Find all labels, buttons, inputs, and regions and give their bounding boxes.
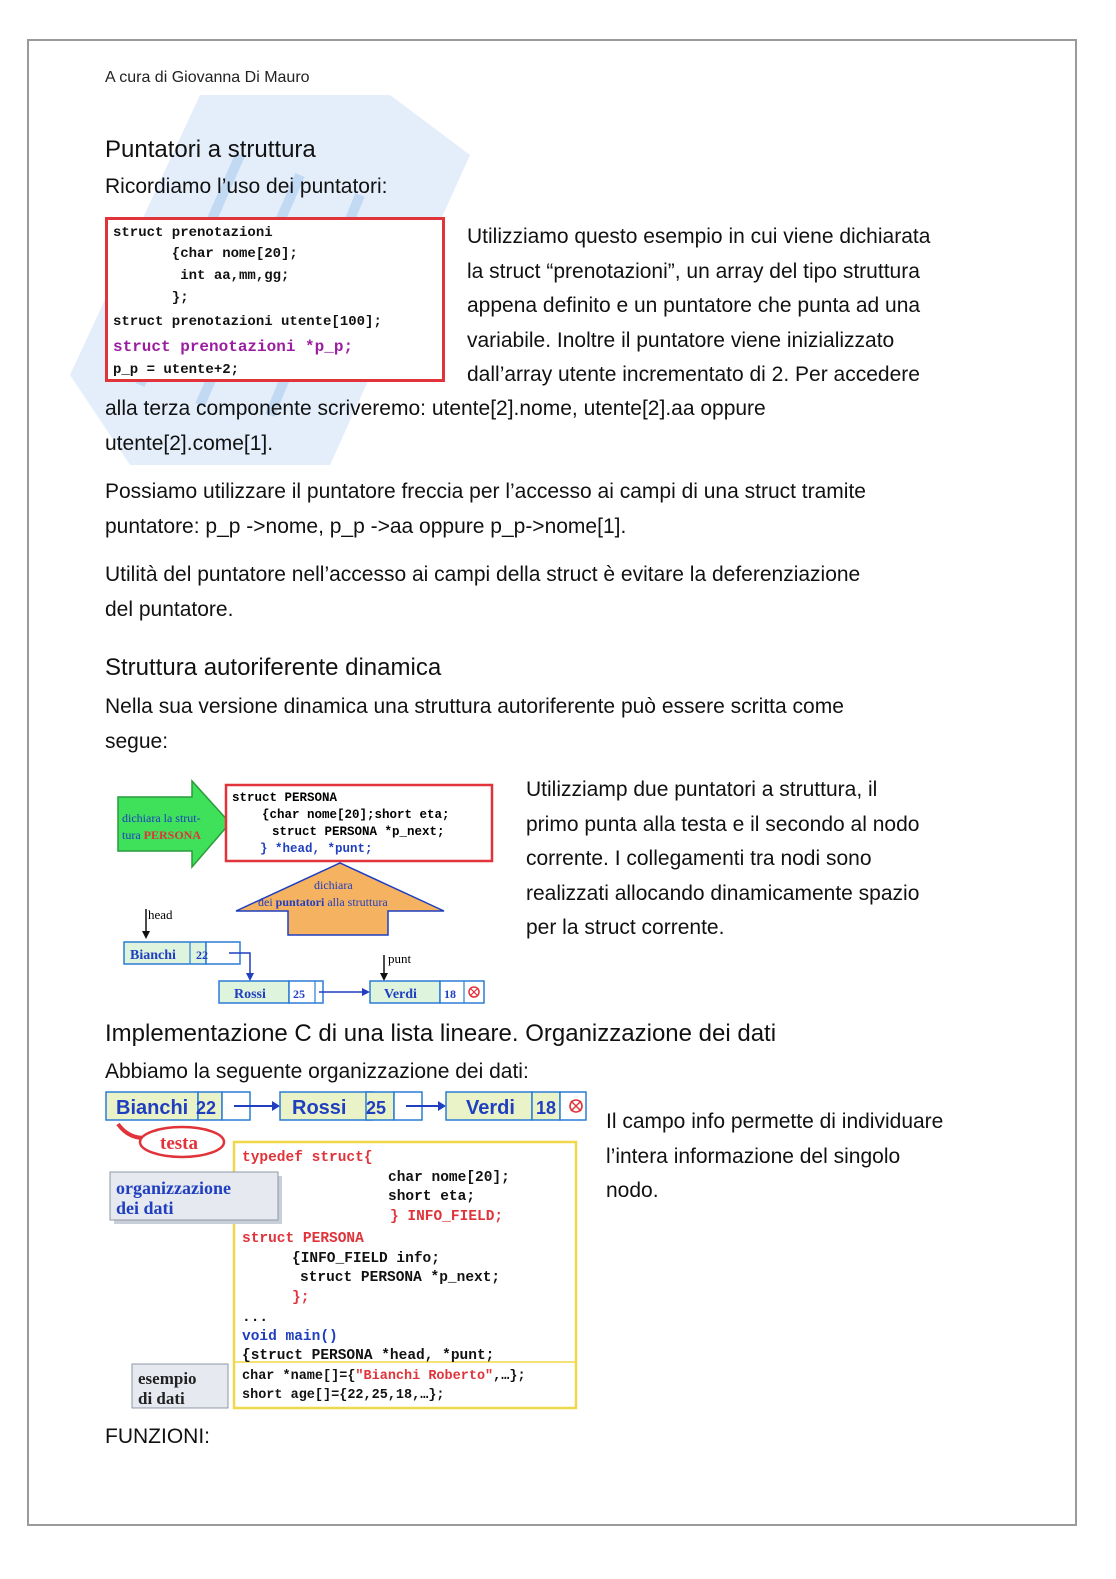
node-name: Rossi bbox=[234, 987, 266, 1002]
side-paragraph: Utilizziamp due puntatori a struttura, i… bbox=[526, 773, 919, 946]
code-line: struct prenotazioni utente[100]; bbox=[113, 314, 382, 330]
page-border bbox=[27, 39, 1077, 1526]
paragraph-continuation: alla terza componente scriveremo: utente… bbox=[105, 392, 766, 461]
node-rossi bbox=[279, 1091, 373, 1121]
code-snippet-prenotazioni: struct prenotazioni {char nome[20]; int … bbox=[105, 217, 445, 382]
node-age: 25 bbox=[366, 1098, 386, 1118]
code-line: struct prenotazioni bbox=[113, 225, 273, 241]
code-line: typedef struct{ bbox=[242, 1150, 373, 1166]
text-line: Utilità del puntatore nell’accesso ai ca… bbox=[105, 563, 861, 586]
head-label: head bbox=[148, 907, 173, 922]
testa-bubble bbox=[138, 1125, 226, 1159]
code-line: } *head, *punt; bbox=[260, 842, 373, 856]
text-line: variabile. Inoltre il puntatore viene in… bbox=[467, 328, 895, 352]
node-age: 18 bbox=[444, 987, 456, 1001]
code-line: short eta; bbox=[388, 1189, 475, 1205]
code-line: void main() bbox=[242, 1329, 338, 1345]
punt-label: punt bbox=[388, 951, 412, 966]
side-paragraph: Utilizziamo questo esempio in cui viene … bbox=[467, 220, 930, 393]
text-line: Possiamo utilizzare il puntatore freccia… bbox=[105, 480, 866, 503]
code-line: char *name[]={"Bianchi Roberto",…}; bbox=[242, 1369, 526, 1384]
null-pointer-icon bbox=[569, 1099, 583, 1113]
text-line: del puntatore. bbox=[105, 597, 234, 621]
code-line: p_p = utente+2; bbox=[113, 362, 240, 378]
node-name: Rossi bbox=[292, 1097, 346, 1119]
code-line: {struct PERSONA *head, *punt; bbox=[242, 1348, 494, 1364]
side-paragraph: Il campo info permette di individuare l’… bbox=[606, 1105, 943, 1209]
text-line: primo punta alla testa e il secondo al n… bbox=[526, 812, 920, 836]
node-name: Verdi bbox=[466, 1097, 515, 1119]
arrow-label: dichiara la strut- bbox=[122, 811, 201, 825]
code-line: ... bbox=[242, 1310, 268, 1326]
diagram-struttura-dinamica: dichiara la strut- tura PERSONA struct P… bbox=[117, 779, 494, 1004]
section-intro: Ricordiamo l’uso dei puntatori: bbox=[105, 175, 388, 198]
code-line: char nome[20]; bbox=[388, 1170, 510, 1186]
code-box bbox=[224, 783, 494, 863]
text-line: l’intera informazione del singolo bbox=[606, 1144, 901, 1168]
footer-heading: FUNZIONI: bbox=[105, 1425, 210, 1448]
code-line: struct prenotazioni *p_p; bbox=[113, 338, 354, 356]
document-header: A cura di Giovanna Di Mauro bbox=[105, 69, 310, 86]
null-pointer-icon bbox=[468, 986, 480, 998]
code-box bbox=[232, 1140, 578, 1410]
node-bianchi bbox=[105, 1091, 199, 1121]
testa-pointer bbox=[116, 1122, 145, 1140]
testa-label: testa bbox=[160, 1133, 198, 1154]
green-arrow-shape bbox=[117, 779, 232, 870]
node-age: 18 bbox=[536, 1098, 556, 1118]
text-line: per la struct corrente. bbox=[526, 916, 725, 939]
esempio-label: di dati bbox=[138, 1389, 185, 1408]
text-line: utente[2].come[1]. bbox=[105, 431, 274, 455]
section-title-implementazione: Implementazione C di una lista lineare. … bbox=[105, 1020, 777, 1047]
paragraph-freccia: Possiamo utilizzare il puntatore freccia… bbox=[105, 475, 866, 544]
code-line: int aa,mm,gg; bbox=[113, 268, 290, 284]
node-name: Bianchi bbox=[116, 1097, 188, 1119]
org-label-box bbox=[109, 1171, 279, 1221]
node-name: Verdi bbox=[384, 987, 417, 1002]
text-line: Nella sua versione dinamica una struttur… bbox=[105, 695, 844, 718]
arrowhead bbox=[142, 931, 150, 939]
section-intro: Nella sua versione dinamica una struttur… bbox=[105, 690, 844, 759]
code-line: struct PERSONA *p_next; bbox=[300, 1270, 500, 1286]
code-line: struct PERSONA bbox=[242, 1231, 364, 1247]
section-intro: Abbiamo la seguente organizzazione dei d… bbox=[105, 1060, 529, 1083]
code-line: struct PERSONA bbox=[232, 791, 338, 805]
node-name: Bianchi bbox=[130, 948, 176, 963]
orange-arrow-shape bbox=[235, 862, 445, 936]
text-line: la struct “prenotazioni”, un array del t… bbox=[467, 259, 920, 283]
section-title-puntatori: Puntatori a struttura bbox=[105, 136, 316, 163]
node-age: 25 bbox=[293, 987, 305, 1001]
code-line: struct PERSONA *p_next; bbox=[272, 825, 445, 839]
text-line: puntatore: p_p ->nome, p_p ->aa oppure p… bbox=[105, 514, 627, 538]
code-line: short age[]={22,25,18,…}; bbox=[242, 1388, 445, 1403]
text-line: realizzati allocando dinamicamente spazi… bbox=[526, 881, 920, 905]
esempio-label: esempio bbox=[138, 1369, 197, 1388]
node-age: 22 bbox=[196, 1098, 216, 1118]
text-line: alla terza componente scriveremo: utente… bbox=[105, 397, 766, 420]
diagram-organizzazione-dati: Bianchi 22 Rossi 25 Verdi 18 testa typed… bbox=[105, 1091, 587, 1410]
code-line: }; bbox=[113, 290, 189, 306]
text-line: Utilizziamp due puntatori a struttura, i… bbox=[526, 778, 878, 801]
org-label: organizzazione bbox=[116, 1178, 231, 1198]
code-line: }; bbox=[292, 1290, 309, 1306]
text-line: appena definito e un puntatore che punta… bbox=[467, 294, 921, 317]
arrow-label: dichiara bbox=[314, 878, 353, 892]
text-line: segue: bbox=[105, 729, 169, 753]
arrow-label: dei puntatori alla struttura bbox=[258, 895, 388, 909]
code-line: {INFO_FIELD info; bbox=[292, 1251, 440, 1267]
text-line: dall’array utente incrementato di 2. Per… bbox=[467, 363, 920, 386]
text-line: Utilizziamo questo esempio in cui viene … bbox=[467, 225, 931, 248]
arrow-label: tura PERSONA bbox=[122, 828, 201, 842]
org-label: dei dati bbox=[116, 1198, 174, 1218]
text-line: Il campo info permette di individuare bbox=[606, 1110, 944, 1133]
code-line: {char nome[20];short eta; bbox=[262, 808, 450, 822]
text-line: nodo. bbox=[606, 1179, 659, 1202]
section-title-autoriferente: Struttura autoriferente dinamica bbox=[105, 654, 442, 681]
text-line: corrente. I collegamenti tra nodi sono bbox=[526, 847, 872, 870]
code-line: } INFO_FIELD; bbox=[390, 1209, 503, 1225]
code-line: {char nome[20]; bbox=[113, 246, 298, 262]
esempio-label-box bbox=[131, 1363, 229, 1409]
paragraph-utilita: Utilità del puntatore nell’accesso ai ca… bbox=[105, 558, 860, 627]
node-age: 22 bbox=[196, 948, 208, 962]
